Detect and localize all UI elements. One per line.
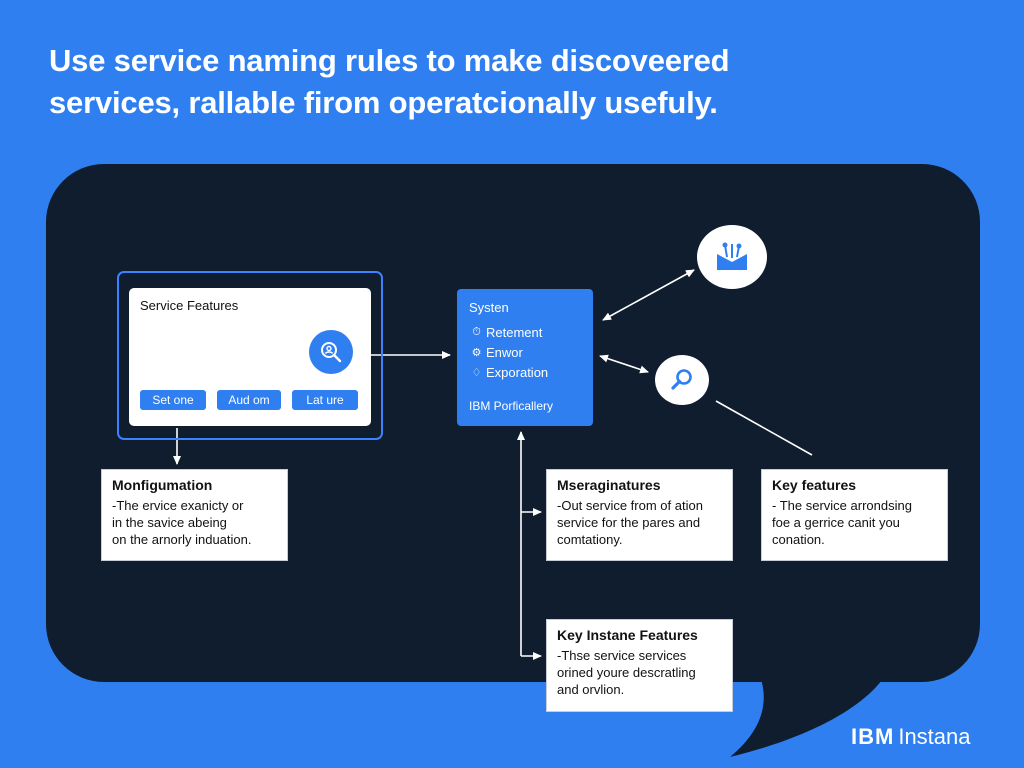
inbox-chart-icon [717, 242, 747, 270]
chip-set-one[interactable]: Set one [140, 390, 206, 410]
chart-icon-button[interactable] [697, 225, 767, 289]
service-features-title: Service Features [140, 298, 239, 313]
system-row-label: Enwor [486, 345, 523, 360]
search-icon [671, 369, 692, 390]
configuration-body: -The ervice exanicty or in the savice ab… [112, 498, 252, 547]
instana-wordmark: Instana [898, 724, 971, 749]
messages-body: -Out service from of ation service for t… [557, 498, 703, 547]
instance-features-title: Key Instane Features [557, 627, 698, 643]
system-row-exporation: ♢ Exporation [471, 365, 549, 380]
headline: Use service naming rules to make discove… [49, 40, 949, 124]
search-icon-button[interactable] [655, 355, 709, 405]
configuration-title: Monfigumation [112, 477, 213, 493]
search-user-button[interactable] [309, 330, 353, 374]
system-row-retement: ⏱ Retement [471, 325, 542, 340]
magnifier-person-icon [321, 342, 342, 363]
arrow-system-to-chart-icon [602, 269, 695, 321]
line-search-to-key-features [715, 400, 813, 456]
key-features-body: - The service arrondsing foe a gerrice c… [772, 498, 912, 547]
instance-features-card: Key Instane Features -Thse service servi… [546, 619, 733, 712]
ibm-wordmark: IBM [851, 724, 895, 749]
instance-features-body: -Thse service services orined youre desc… [557, 648, 696, 697]
headline-line-1: Use service naming rules to make discove… [49, 43, 730, 78]
arrow-system-to-search-icon [599, 354, 649, 374]
settings-icon: ⚙ [471, 347, 482, 359]
system-title: Systen [469, 300, 509, 315]
configuration-card: Monfigumation -The ervice exanicty or in… [101, 469, 288, 561]
key-features-card: Key features - The service arrondsing fo… [761, 469, 948, 561]
messages-title: Mseraginatures [557, 477, 661, 493]
messages-card: Mseraginatures -Out service from of atio… [546, 469, 733, 561]
chip-lat-ure[interactable]: Lat ure [292, 390, 358, 410]
system-row-enwor: ⚙ Enwor [471, 345, 523, 360]
shield-icon: ♢ [471, 367, 482, 379]
chip-aud-om[interactable]: Aud om [217, 390, 281, 410]
system-footer: IBM Porficallery [469, 399, 554, 413]
clock-icon: ⏱ [472, 326, 481, 338]
system-row-label: Exporation [486, 365, 549, 380]
service-features-card: Service Features Set one Aud om Lat ure [129, 288, 371, 426]
headline-line-2: services, rallable firom operatcionally … [49, 85, 718, 120]
service-panel-frame [117, 271, 383, 440]
system-box: Systen ⏱ Retement ⚙ Enwor ♢ Exporation I… [457, 289, 593, 426]
key-features-title: Key features [772, 477, 857, 493]
system-row-label: Retement [486, 325, 543, 340]
